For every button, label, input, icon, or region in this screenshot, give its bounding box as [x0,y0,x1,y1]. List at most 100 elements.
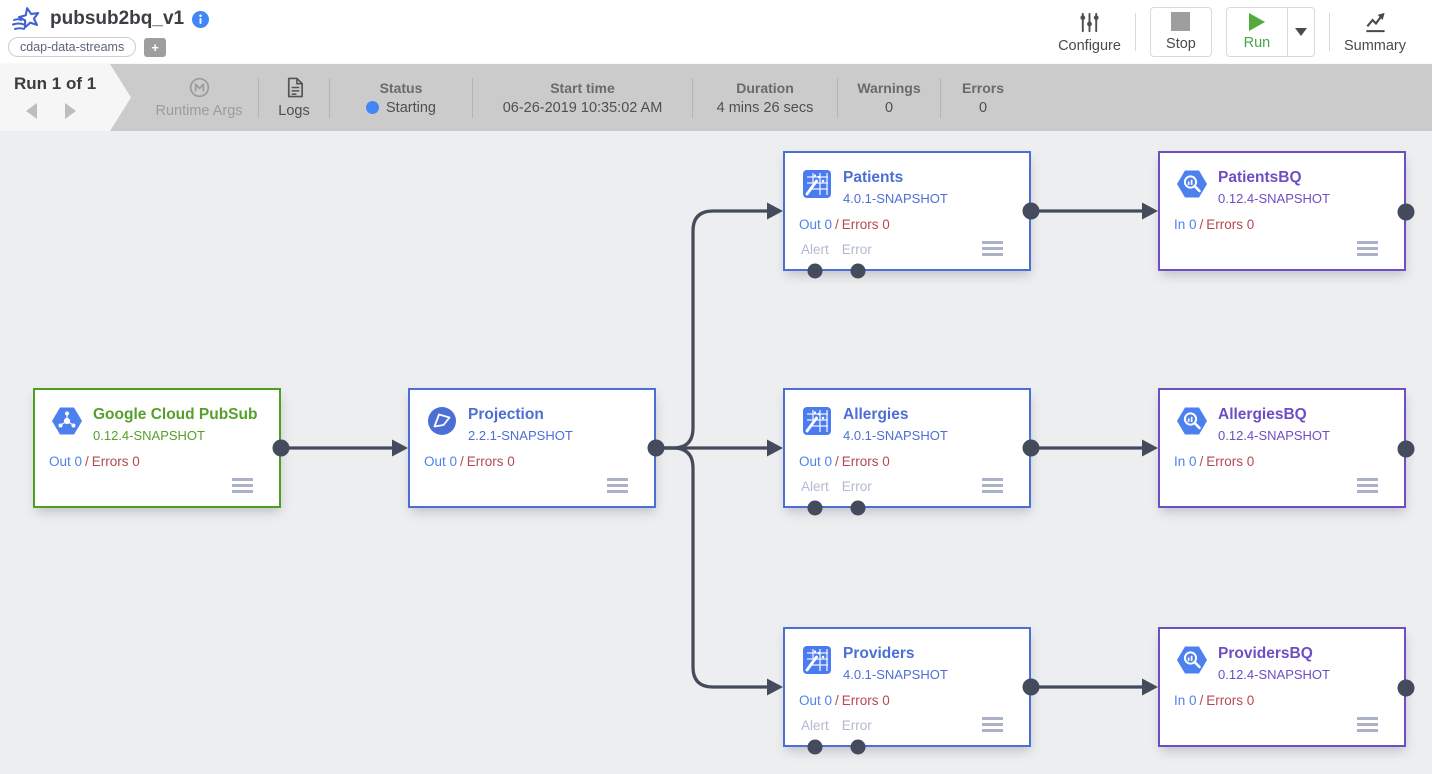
runbar-divider [472,77,473,118]
node-port-labels: Alert Error [801,242,872,257]
runbar-divider [837,77,838,118]
stop-square-icon [1171,12,1191,31]
runtime-args-label: Runtime Args [155,103,243,119]
pubsub-hexagon-icon [52,407,82,435]
configure-label: Configure [1058,37,1121,54]
node-title: AllergiesBQ [1218,406,1307,423]
node-version: 0.12.4-SNAPSHOT [1218,190,1330,206]
node-title: PatientsBQ [1218,169,1302,186]
node-menu-icon[interactable] [1357,478,1378,493]
duration-label: Duration [736,79,794,96]
errors-label: Errors [961,79,1005,96]
summary-label: Summary [1343,37,1406,54]
runtime-args-button[interactable]: Runtime Args [140,76,258,119]
errors-metric: Errors 0 [1206,693,1255,708]
bigquery-hexagon-icon [1177,170,1207,198]
status-value: Starting [386,99,436,116]
trend-chart-icon [1366,12,1385,32]
pipeline-canvas[interactable]: Google Cloud PubSub 0.12.4-SNAPSHOT Out … [0,131,1432,774]
in-metric: In 0 [1174,693,1197,708]
run-label: Run [1243,35,1271,51]
out-metric: Out 0 [799,693,833,708]
alert-port-label: Alert [801,718,829,733]
node-metrics: In 0/Errors 0 [1174,693,1255,708]
in-metric: In 0 [1174,217,1197,232]
pipeline-node-allergiesbq[interactable]: AllergiesBQ 0.12.4-SNAPSHOT In 0/Errors … [1158,388,1406,508]
node-version: 2.2.1-SNAPSHOT [468,427,573,443]
pipeline-node-allergies[interactable]: Allergies 4.0.1-SNAPSHOT Out 0/Errors 0 … [783,388,1031,508]
error-port-label: Error [841,242,872,257]
runbar-divider [258,77,259,118]
play-triangle-icon [1248,13,1265,31]
pipeline-node-patientsbq[interactable]: PatientsBQ 0.12.4-SNAPSHOT In 0/Errors 0 [1158,151,1406,271]
node-menu-icon[interactable] [982,478,1003,493]
status-dot-icon [366,101,379,114]
prev-run-arrow[interactable] [26,103,37,119]
add-tag-button[interactable]: + [144,37,167,57]
run-split-button: Run [1225,7,1315,57]
tag-pill[interactable]: cdap-data-streams [8,37,137,57]
bigquery-hexagon-icon [1177,646,1207,674]
pipeline-node-google-cloud-pubsub[interactable]: Google Cloud PubSub 0.12.4-SNAPSHOT Out … [33,388,281,508]
errors-metric: Errors 0 [841,217,890,232]
logs-button[interactable]: Logs [259,76,329,119]
errors-value: 0 [978,99,988,116]
summary-button[interactable]: Summary [1344,11,1406,54]
node-menu-icon[interactable] [1357,717,1378,732]
runbar-divider [940,77,941,118]
toolbar-divider [1328,13,1330,51]
out-metric: Out 0 [49,454,83,469]
duration-section: Duration 4 mins 26 secs [693,80,837,116]
bigquery-hexagon-icon [1177,407,1207,435]
node-metrics: In 0/Errors 0 [1174,217,1255,232]
pipeline-node-providersbq[interactable]: ProvidersBQ 0.12.4-SNAPSHOT In 0/Errors … [1158,627,1406,747]
wrangler-grid-wand-icon [803,646,831,674]
runbar-divider [692,77,693,118]
errors-metric: Errors 0 [841,693,890,708]
errors-metric: Errors 0 [91,454,140,469]
status-label: Status [379,79,423,96]
node-port-labels: Alert Error [801,718,872,733]
pipeline-node-projection[interactable]: Projection 2.2.1-SNAPSHOT Out 0/Errors 0 [408,388,656,508]
node-version: 4.0.1-SNAPSHOT [843,190,948,206]
duration-value: 4 mins 26 secs [716,99,814,116]
wrangler-grid-wand-icon [803,170,831,198]
page-title: pubsub2bq_v1 [50,8,185,29]
stop-button[interactable]: Stop [1149,7,1212,57]
run-options-button[interactable] [1286,8,1314,56]
node-menu-icon[interactable] [1357,241,1378,256]
error-port-label: Error [841,718,872,733]
configure-button[interactable]: Configure [1058,11,1121,54]
sliders-icon [1080,12,1099,32]
node-menu-icon[interactable] [232,478,253,493]
info-circle-icon[interactable] [192,10,210,28]
document-icon [287,77,303,98]
pipeline-node-providers[interactable]: Providers 4.0.1-SNAPSHOT Out 0/Errors 0 … [783,627,1031,747]
node-version: 0.12.4-SNAPSHOT [93,427,205,443]
errors-metric: Errors 0 [1206,217,1255,232]
node-version: 0.12.4-SNAPSHOT [1218,427,1330,443]
run-button[interactable]: Run [1227,8,1287,56]
node-title: Providers [843,645,915,662]
node-metrics: In 0/Errors 0 [1174,454,1255,469]
errors-metric: Errors 0 [466,454,515,469]
stop-label: Stop [1166,36,1196,52]
toolbar-divider [1134,13,1136,51]
next-run-arrow[interactable] [65,103,76,119]
pipeline-node-patients[interactable]: Patients 4.0.1-SNAPSHOT Out 0/Errors 0 A… [783,151,1031,271]
node-menu-icon[interactable] [982,241,1003,256]
node-version: 4.0.1-SNAPSHOT [843,666,948,682]
node-metrics: Out 0/Errors 0 [799,454,890,469]
node-title: Projection [468,406,544,423]
status-section: Status Starting [330,80,472,116]
node-version: 4.0.1-SNAPSHOT [843,427,948,443]
alert-port-label: Alert [801,242,829,257]
projection-circle-icon [428,407,456,435]
node-menu-icon[interactable] [982,717,1003,732]
out-metric: Out 0 [799,454,833,469]
node-menu-icon[interactable] [607,478,628,493]
node-port-labels: Alert Error [801,479,872,494]
node-metrics: Out 0/Errors 0 [799,217,890,232]
start-time-label: Start time [550,79,615,96]
